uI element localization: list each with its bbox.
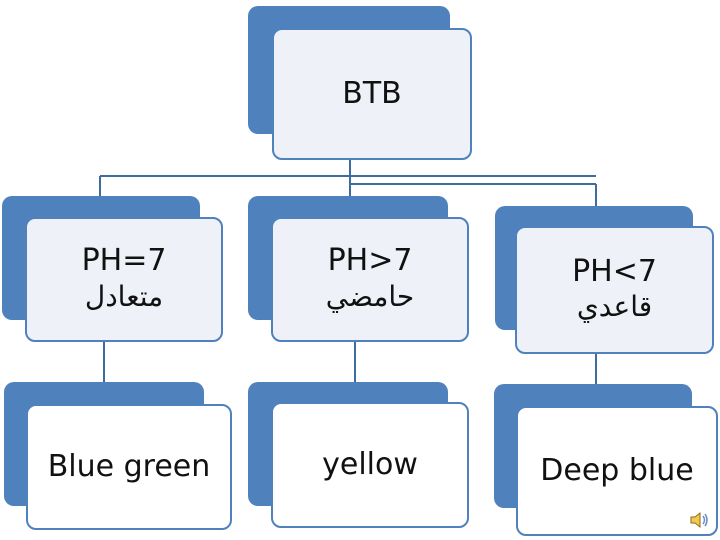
ph-basic-label: PH<7 <box>572 253 657 289</box>
color-bluegreen-label: Blue green <box>47 448 211 484</box>
color-deepblue-box: Deep blue <box>516 406 718 536</box>
color-yellow-label: yellow <box>322 446 418 482</box>
root-label: BTB <box>342 75 402 111</box>
ph-acidic-arabic: حامضي <box>325 279 415 313</box>
ph-neutral-arabic: متعادل <box>84 279 164 313</box>
ph-acidic-box: PH>7 حامضي <box>271 217 469 342</box>
ph-basic-arabic: قاعدي <box>576 290 653 324</box>
ph-neutral-label: PH=7 <box>81 243 167 279</box>
ph-basic-box: PH<7 قاعدي <box>515 226 714 354</box>
color-deepblue-label: Deep blue <box>540 452 694 488</box>
color-yellow-box: yellow <box>271 402 469 528</box>
root-node-box: BTB <box>272 28 472 160</box>
ph-neutral-box: PH=7 متعادل <box>25 217 223 342</box>
speaker-icon[interactable] <box>688 508 712 532</box>
ph-acidic-label: PH>7 <box>327 243 413 279</box>
color-bluegreen-box: Blue green <box>26 404 232 530</box>
